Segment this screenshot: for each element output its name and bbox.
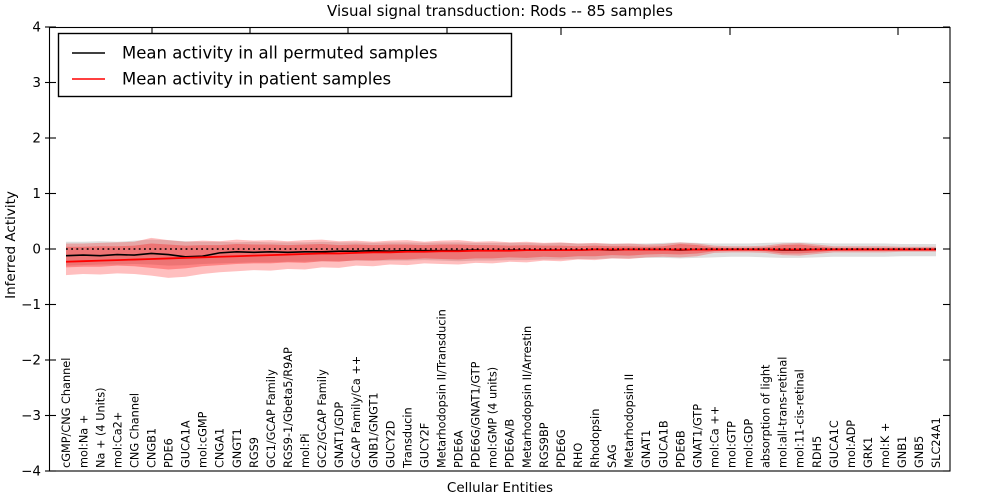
x-category-label: Metarhodopsin II/Transducin [435,309,448,468]
y-tick-label: −2 [21,353,41,369]
x-category-label: PDE6A [453,430,466,468]
y-tick-label: −1 [21,297,41,313]
x-category-label: RGS9BP [538,422,551,468]
x-category-label: GUCY2F [418,423,431,468]
x-category-label: GUCY2D [384,420,397,468]
x-category-label: Metarhodopsin II/Arrestin [521,326,534,468]
x-category-label: GUCA1C [828,420,841,468]
legend-label-patient: Mean activity in patient samples [122,70,391,89]
y-axis-ticks: −4 −3 −2 −1 0 1 2 3 4 [21,20,950,480]
x-category-label: mol:Ca ++ [708,406,721,468]
y-tick-label: 0 [32,242,41,258]
x-category-label: SAG [606,444,619,468]
x-category-label: GNB1 [896,436,909,468]
x-category-label: Metarhodopsin II [623,374,636,468]
chart-title: Visual signal transduction: Rods -- 85 s… [327,2,673,20]
x-category-label: CNGB1 [145,428,158,468]
patient-samples-spread-outer-band [66,237,936,278]
x-category-label: mol:11-cis-retinal [794,369,807,468]
x-category-label: Na + (4 Units) [94,388,107,469]
legend: Mean activity in all permuted samples Me… [57,32,513,98]
y-tick-label: 1 [32,186,41,202]
x-category-label: GNAT1 [640,430,653,468]
x-category-label: PDE6G [555,429,568,468]
y-tick-label: 4 [32,20,41,36]
x-category-label: mol:cGMP [197,411,210,468]
x-category-label: mol:K + [879,423,892,468]
x-category-label: GNAT1/GDP [333,402,346,468]
x-category-label: mol:all-trans-retinal [777,357,790,468]
x-category-label: PDE6G/GNAT1/GTP [470,361,483,468]
x-category-labels: cGMP/CNG Channel mol:Na + Na + (4 Units) mo… [60,309,943,469]
x-category-label: GNAT1/GTP [691,404,704,468]
legend-box [57,32,513,98]
y-tick-label: 3 [32,75,41,91]
x-category-label: mol:Ca2+ [111,412,124,468]
x-category-label: CNGA1 [214,428,227,468]
x-category-label: mol:ADP [845,420,858,468]
x-category-label: Rhodopsin [589,409,602,468]
plot-border [48,26,951,472]
x-category-label: RHO [572,443,585,468]
series-line-patient [65,248,936,263]
x-category-label: CNG Channel [128,393,141,468]
x-category-label: GUCA1A [180,420,193,468]
x-category-label: mol:GTP [725,421,738,468]
x-category-label: mol:GDP [743,419,756,468]
permuted-samples-spread-band [66,239,936,266]
x-category-label: GNB5 [913,436,926,468]
x-category-label: PDE6B [674,430,687,468]
series-lines-layer [65,248,936,263]
x-category-label: mol:Pi [299,433,312,468]
x-category-label: absorption of light [760,364,773,468]
x-category-label: PDE6 [163,438,176,468]
x-category-label: GC2/GCAP Family [316,369,329,468]
y-axis-label: Inferred Activity [3,191,19,299]
x-category-label: mol:GMP (4 units) [487,367,500,468]
x-category-label: GC1/GCAP Family [265,369,278,468]
y-tick-label: 2 [32,131,41,147]
x-category-label: mol:Na + [77,415,90,468]
y-tick-label: −3 [21,408,41,424]
x-category-label: cGMP/CNG Channel [60,358,73,468]
x-category-label: GCAP Family/Ca ++ [350,356,363,468]
legend-label-permuted: Mean activity in all permuted samples [122,44,438,63]
x-category-label: GNGT1 [231,428,244,468]
x-category-label: RGS9-1/Gbeta5/R9AP [282,347,295,468]
x-category-label: Transducin [401,407,414,469]
x-category-label: RDH5 [811,436,824,468]
x-category-label: GRK1 [862,437,875,468]
x-category-label: RGS9 [248,437,261,468]
x-category-label: GUCA1B [657,420,670,468]
x-category-label: GNB1/GNGT1 [367,392,380,468]
x-axis-label: Cellular Entities [447,480,553,496]
y-tick-label: −4 [21,464,41,480]
x-category-label: PDE6A/B [504,419,517,468]
x-category-label: SLC24A1 [930,417,943,468]
